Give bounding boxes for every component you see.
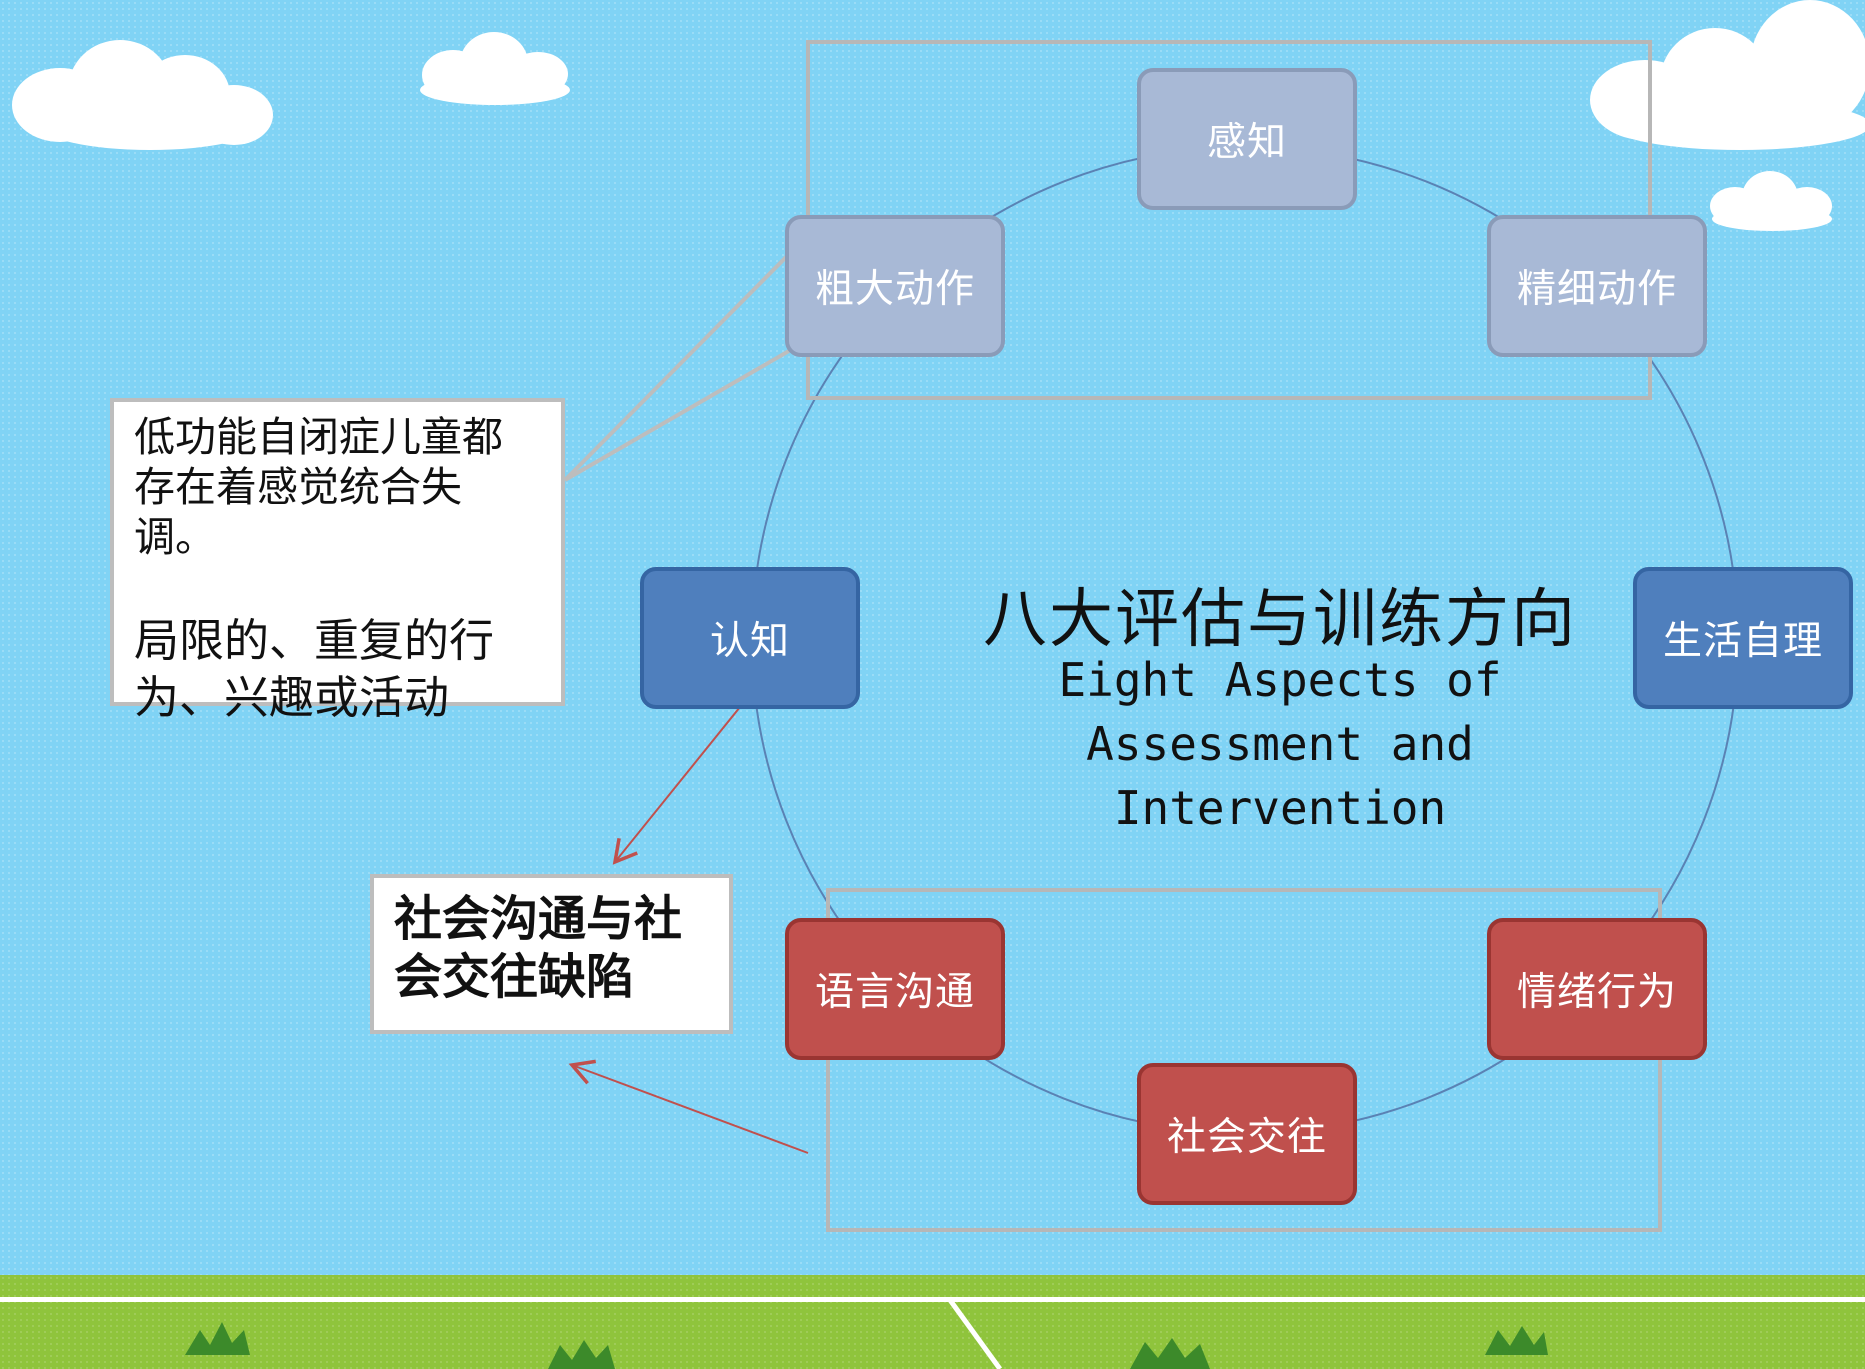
behavior-note-text: 局限的、重复的行 为、兴趣或活动 bbox=[134, 612, 541, 726]
behavior-note-line-2: 为、兴趣或活动 bbox=[134, 671, 450, 724]
center-subtitle-line-1: Eight Aspects of bbox=[1058, 653, 1502, 707]
cloud-top-small bbox=[400, 20, 580, 110]
lower-group-frame bbox=[826, 888, 1662, 1232]
sensory-behavior-note: 低功能自闭症儿童都 存在着感觉统合失调。 局限的、重复的行 为、兴趣或活动 bbox=[110, 398, 565, 724]
node-language: 语言沟通 bbox=[785, 918, 1005, 1060]
center-subtitle: Eight Aspects of Assessment and Interven… bbox=[980, 648, 1580, 840]
center-subtitle-line-2: Assessment and bbox=[1086, 717, 1474, 771]
cloud-top-right bbox=[1590, 0, 1865, 170]
cloud-top-left bbox=[0, 0, 280, 170]
sensory-callout-pointer bbox=[563, 230, 810, 482]
node-self-care: 生活自理 bbox=[1633, 567, 1853, 709]
center-title: 八大评估与训练方向 bbox=[983, 583, 1577, 657]
center-subtitle-line-3: Intervention bbox=[1113, 781, 1447, 835]
arrow-lower-frame-to-social-note bbox=[568, 1059, 809, 1154]
node-gross-motor: 粗大动作 bbox=[785, 215, 1005, 357]
grass-field bbox=[0, 1275, 1865, 1369]
social-note-line-1: 社会沟通与社 bbox=[394, 891, 683, 947]
sensory-note-line-2: 存在着感觉统合失调。 bbox=[134, 463, 462, 561]
node-cognition: 认知 bbox=[640, 567, 860, 709]
social-deficit-note: 社会沟通与社 会交往缺陷 bbox=[370, 874, 733, 1034]
node-perception: 感知 bbox=[1137, 68, 1357, 210]
sensory-note-text: 低功能自闭症儿童都 存在着感觉统合失调。 bbox=[134, 412, 541, 562]
social-note-line-2: 会交往缺陷 bbox=[394, 949, 635, 1005]
field-line bbox=[0, 1297, 1865, 1302]
sensory-note-line-1: 低功能自闭症儿童都 bbox=[134, 413, 503, 461]
node-social: 社会交往 bbox=[1137, 1063, 1357, 1205]
node-emotion-behavior: 情绪行为 bbox=[1487, 918, 1707, 1060]
node-fine-motor: 精细动作 bbox=[1487, 215, 1707, 357]
cloud-right-small bbox=[1700, 165, 1840, 235]
behavior-note-line-1: 局限的、重复的行 bbox=[134, 614, 495, 667]
